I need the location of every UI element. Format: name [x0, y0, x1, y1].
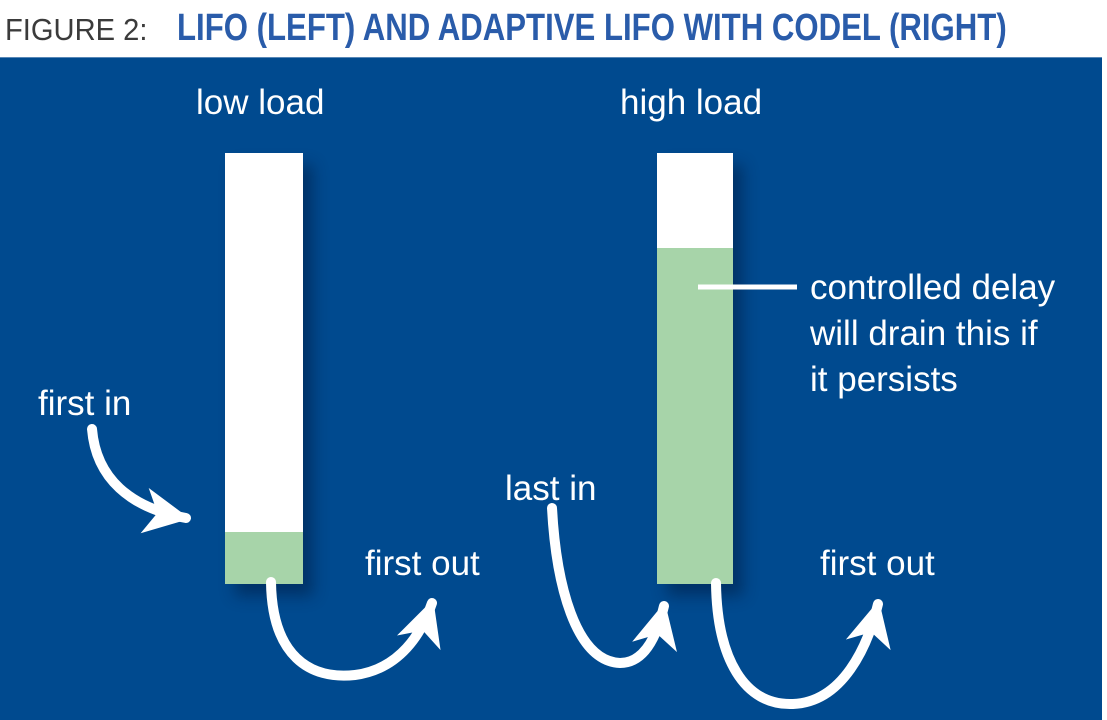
- first-out-right-arrow: [711, 578, 891, 710]
- first-out-left-arrow: [266, 577, 441, 681]
- diagram-panel: low load high load first in first out la…: [0, 57, 1102, 720]
- last-in-label: last in: [505, 469, 597, 508]
- figure-title: LIFO (LEFT) AND ADAPTIVE LIFO WITH CODEL…: [177, 7, 1007, 49]
- right-queue-bar: [657, 153, 733, 584]
- controlled-delay-callout: controlled delay will drain this if it p…: [810, 265, 1055, 403]
- figure-header: FIGURE 2: LIFO (LEFT) AND ADAPTIVE LIFO …: [0, 0, 1107, 57]
- callout-line-3: it persists: [810, 360, 958, 399]
- callout-line-1: controlled delay: [810, 268, 1056, 307]
- right-queue-green-fill: [657, 247, 733, 584]
- left-queue-bar: [225, 153, 303, 584]
- low-load-label: low load: [196, 83, 325, 122]
- first-in-arrow: [87, 424, 191, 534]
- callout-line-2: will drain this if: [810, 314, 1038, 353]
- high-load-label: high load: [620, 83, 763, 122]
- left-queue-green-fill: [225, 532, 303, 584]
- first-out-left-label: first out: [365, 544, 480, 583]
- last-in-arrow: [547, 503, 677, 669]
- first-out-right-label: first out: [820, 544, 935, 583]
- figure-number-label: FIGURE 2:: [5, 12, 148, 47]
- first-in-label: first in: [38, 384, 132, 423]
